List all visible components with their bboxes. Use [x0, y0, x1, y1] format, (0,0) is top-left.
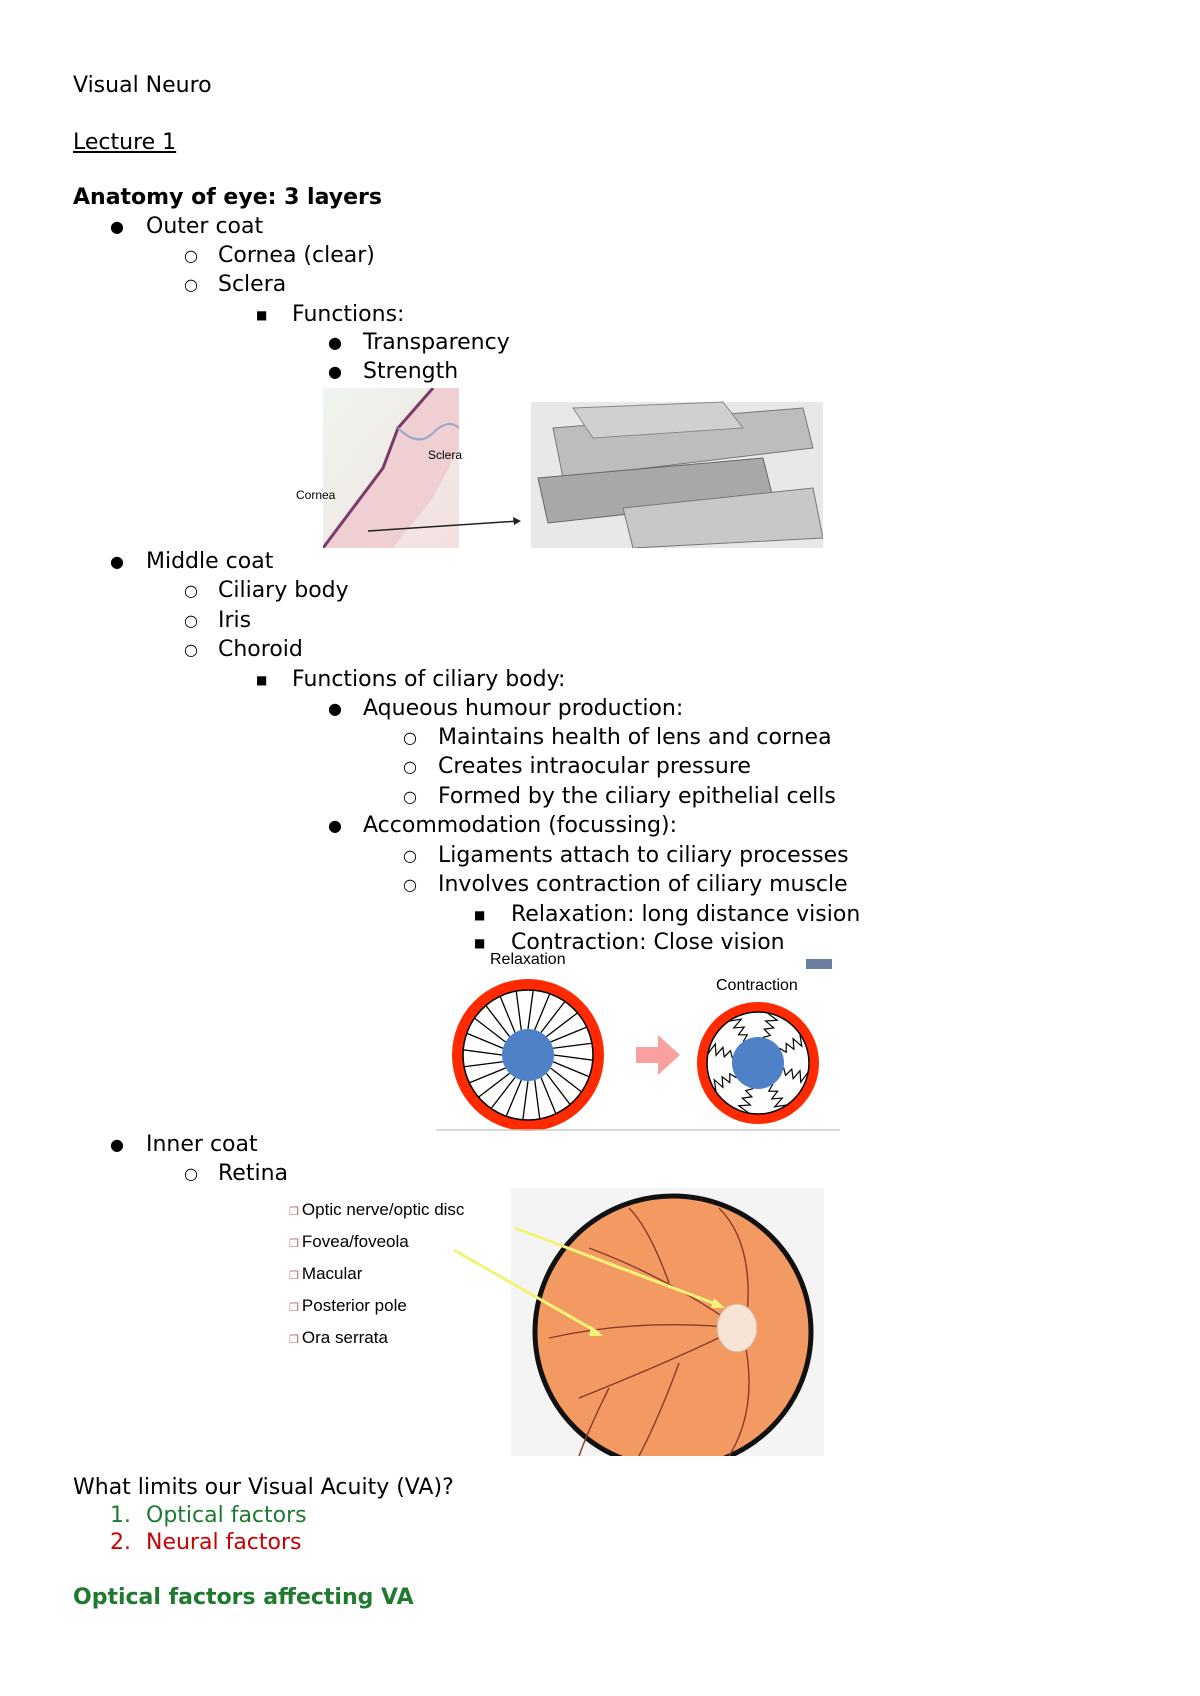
square-bullet-icon: ■: [256, 308, 268, 322]
relaxation-label: Relaxation: [490, 951, 566, 968]
zonule-fiber: [737, 1087, 754, 1114]
zonule-fiber: [782, 1067, 809, 1084]
circle-bullet-icon: ○: [184, 246, 198, 265]
circle-bullet-icon: ○: [403, 787, 417, 806]
zonule-fiber: [553, 1042, 593, 1049]
sclera-label: Sclera: [428, 448, 463, 462]
list-item: Maintains health of lens and cornea: [438, 725, 832, 750]
zonule-fiber: [550, 1026, 587, 1043]
bullet-icon: ●: [328, 362, 342, 381]
zonule-fiber: [779, 1033, 803, 1054]
list-item: Transparency: [363, 330, 510, 355]
zonule-fiber: [767, 1084, 788, 1108]
zonule-fiber: [552, 1061, 590, 1078]
circle-bullet-icon: ○: [403, 875, 417, 894]
list-item: Relaxation: long distance vision: [511, 902, 861, 927]
retina-label-item: ❐ Ora serrata: [289, 1328, 388, 1347]
zonule-fiber: [545, 1072, 571, 1105]
list-item: Functions of ciliary body:: [292, 667, 566, 692]
square-bullet-icon: ■: [474, 908, 486, 922]
zonule-fiber: [505, 1079, 522, 1117]
ciliary-muscle-figure: Relaxation Contraction: [436, 951, 840, 1131]
zonule-fiber: [545, 1012, 578, 1038]
zonule-fiber: [762, 1012, 779, 1039]
list-item: Strength: [363, 359, 459, 384]
zonule-fiber: [474, 1017, 506, 1043]
zonule-fiber: [478, 1072, 511, 1098]
zonule-fiber: [707, 1042, 734, 1059]
list-item: Ligaments attach to ciliary processes: [438, 843, 849, 868]
bullet-icon: ●: [328, 816, 342, 835]
retina-label-item: ❐ Posterior pole: [289, 1296, 407, 1315]
list-item: Middle coat: [146, 549, 274, 574]
zonule-fiber: [499, 996, 516, 1033]
zonule-fiber: [527, 990, 534, 1030]
factor-item-optical: Optical factors: [146, 1503, 307, 1528]
cornea-label: Cornea: [296, 488, 336, 502]
square-bullet-icon: ■: [474, 936, 486, 950]
list-item: Formed by the ciliary epithelial cells: [438, 784, 836, 809]
zonule-fiber: [534, 993, 551, 1031]
list-item: Accommodation (focussing):: [363, 813, 677, 838]
list-item: Iris: [218, 608, 252, 633]
circle-bullet-icon: ○: [403, 728, 417, 747]
list-item: Involves contraction of ciliary muscle: [438, 872, 848, 897]
cornea-sclera-figure: Sclera Cornea: [296, 388, 823, 548]
lecture-heading: Lecture 1: [73, 130, 177, 155]
circle-bullet-icon: ○: [184, 581, 198, 600]
list-item: Creates intraocular pressure: [438, 754, 751, 779]
doc-title: Visual Neuro: [73, 73, 212, 98]
zonule-fiber: [522, 1080, 529, 1120]
retina-figure: ❐ Optic nerve/optic disc ❐ Fovea/foveola…: [289, 1188, 824, 1456]
retina-label-item: ❐ Macular: [289, 1264, 363, 1283]
factor-number: 1.: [110, 1503, 131, 1528]
section-heading-optical: Optical factors affecting VA: [73, 1585, 414, 1610]
section-heading: Anatomy of eye: 3 layers: [73, 185, 382, 210]
factor-number: 2.: [110, 1530, 131, 1555]
bullet-icon: ●: [110, 1135, 124, 1154]
list-item: Aqueous humour production:: [363, 696, 684, 721]
zonule-fiber: [550, 1067, 582, 1093]
bullet-icon: ●: [110, 552, 124, 571]
factor-item-neural: Neural factors: [146, 1530, 302, 1555]
square-bullet-icon: ■: [256, 673, 268, 687]
retina-label-item: ❐ Optic nerve/optic disc: [289, 1200, 465, 1219]
circle-bullet-icon: ○: [184, 640, 198, 659]
zonule-fiber: [540, 1001, 566, 1033]
zonule-fiber: [490, 1077, 516, 1109]
zonule-fiber: [466, 1032, 504, 1049]
list-item: Ciliary body: [218, 578, 349, 603]
list-item: Functions:: [292, 302, 405, 327]
circle-bullet-icon: ○: [403, 846, 417, 865]
zonule-fiber: [515, 990, 522, 1030]
retina-label-item: ❐ Fovea/foveola: [289, 1232, 409, 1251]
zonule-fiber: [469, 1067, 506, 1084]
list-item: Sclera: [218, 272, 287, 297]
circle-bullet-icon: ○: [184, 611, 198, 630]
contraction-label: Contraction: [716, 977, 798, 994]
zonule-fiber: [534, 1080, 541, 1120]
zonule-fiber: [463, 1061, 503, 1068]
list-item: Cornea (clear): [218, 243, 375, 268]
zonule-fiber: [485, 1005, 511, 1038]
bullet-icon: ●: [328, 699, 342, 718]
question-text: What limits our Visual Acuity (VA)?: [73, 1475, 454, 1500]
bullet-icon: ●: [328, 333, 342, 352]
circle-bullet-icon: ○: [184, 1164, 198, 1183]
list-item: Contraction: Close vision: [511, 930, 785, 955]
zonule-fiber: [713, 1072, 737, 1093]
circle-bullet-icon: ○: [184, 275, 198, 294]
zonule-fiber: [553, 1054, 593, 1061]
circle-bullet-icon: ○: [403, 757, 417, 776]
zonule-fiber: [463, 1049, 503, 1056]
zonule-fiber: [540, 1077, 557, 1114]
bullet-icon: ●: [110, 217, 124, 236]
list-item: Inner coat: [146, 1132, 258, 1157]
list-item: Outer coat: [146, 214, 264, 239]
list-item: Retina: [218, 1161, 288, 1186]
zonule-fiber: [728, 1018, 749, 1042]
list-item: Choroid: [218, 637, 303, 662]
